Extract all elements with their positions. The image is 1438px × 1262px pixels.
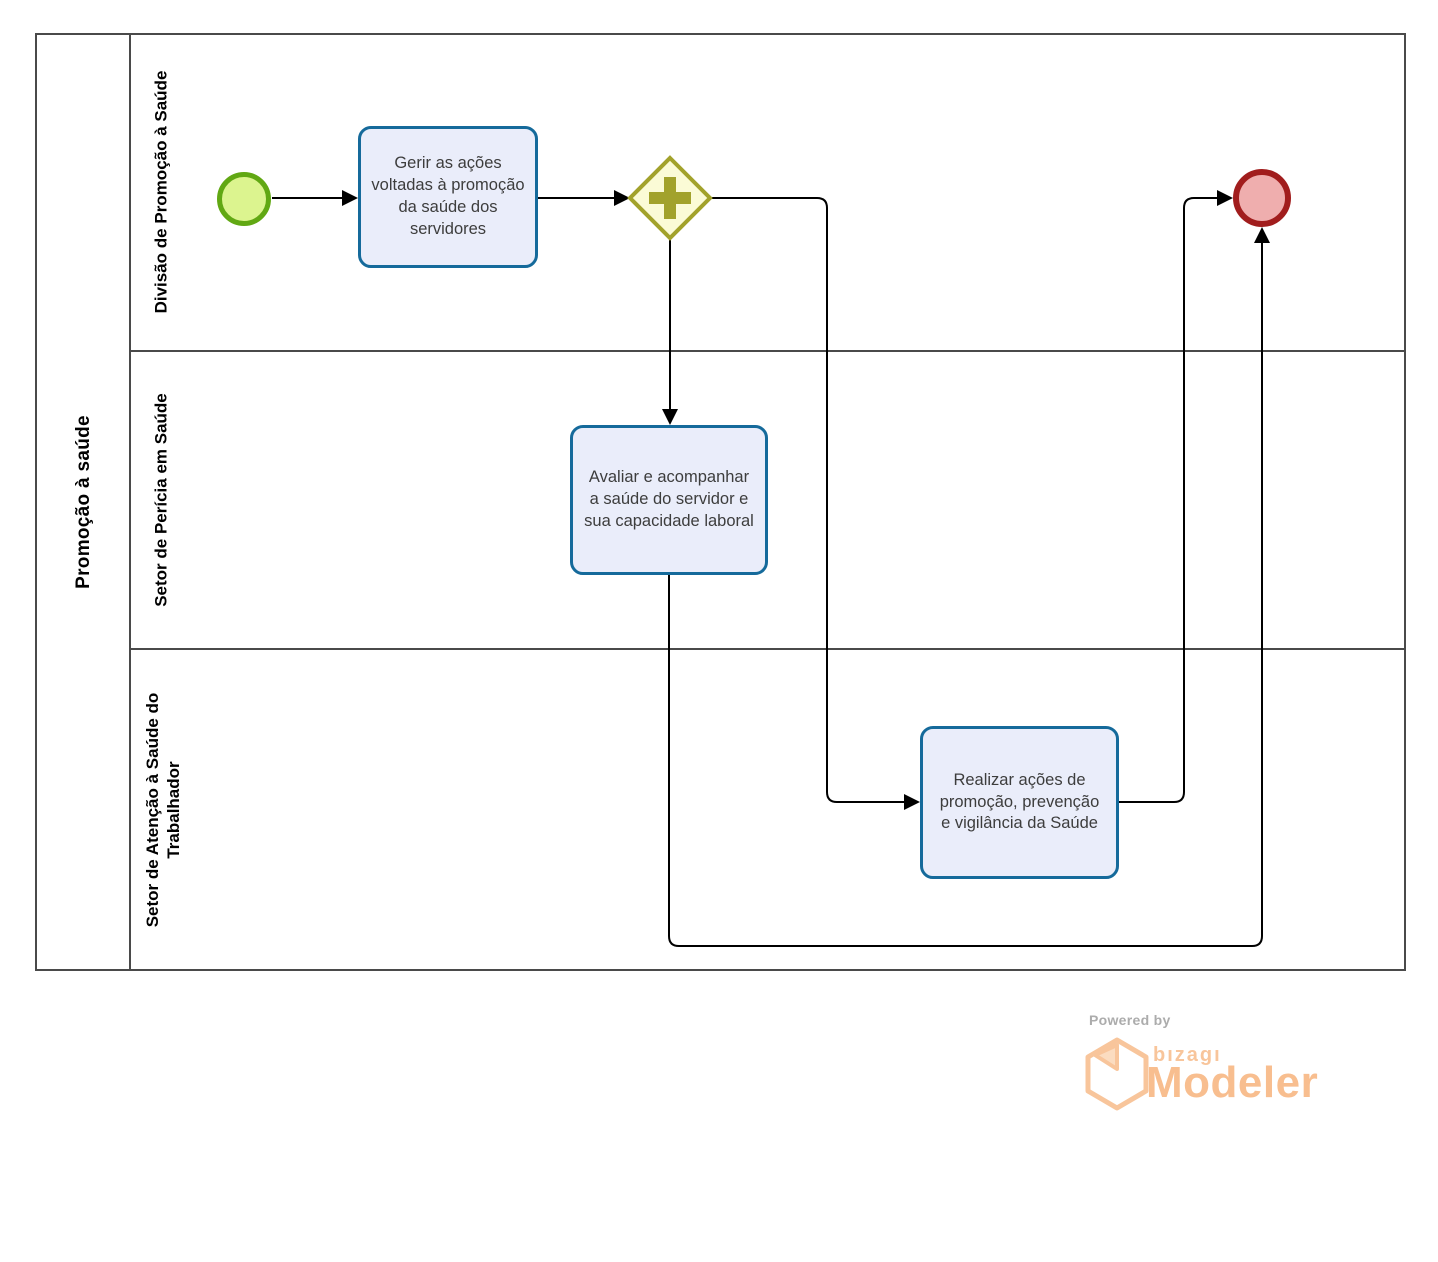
task-avaliar-acompanhar: Avaliar e acompanhar a saúde do servidor…: [570, 425, 768, 575]
bizagi-box-icon: [1083, 1036, 1151, 1117]
lane-label-setor-atencao: Setor de Atenção à Saúde do Trabalhador: [142, 692, 183, 928]
task-realizar-acoes: Realizar ações de promoção, prevenção e …: [920, 726, 1119, 879]
task-avaliar-acompanhar-label: Avaliar e acompanhar a saúde do servidor…: [584, 468, 754, 530]
end-event: [1233, 169, 1291, 227]
pool-header: [35, 33, 131, 971]
modeler-product-text: Modeler: [1146, 1058, 1319, 1107]
lane-label-divisao-promocao: Divisão de Promoção à Saúde: [151, 70, 171, 314]
bizagi-brand-text: bızagı: [1153, 1044, 1222, 1066]
pool-label: Promoção à saúde: [73, 415, 94, 589]
start-event: [217, 172, 271, 226]
lane-label-setor-pericia: Setor de Perícia em Saúde: [151, 393, 171, 607]
lane-divider-1: [131, 350, 1406, 352]
task-gerir-acoes-label: Gerir as ações voltadas à promoção da sa…: [371, 154, 525, 238]
parallel-gateway: [626, 154, 714, 242]
lane-divider-2: [131, 648, 1406, 650]
plus-icon: [649, 177, 691, 219]
task-gerir-acoes: Gerir as ações voltadas à promoção da sa…: [358, 126, 538, 268]
powered-by-text: Powered by: [1089, 1012, 1171, 1028]
pool-promocao-a-saude: [35, 33, 1406, 971]
task-realizar-acoes-label: Realizar ações de promoção, prevenção e …: [939, 770, 1100, 833]
